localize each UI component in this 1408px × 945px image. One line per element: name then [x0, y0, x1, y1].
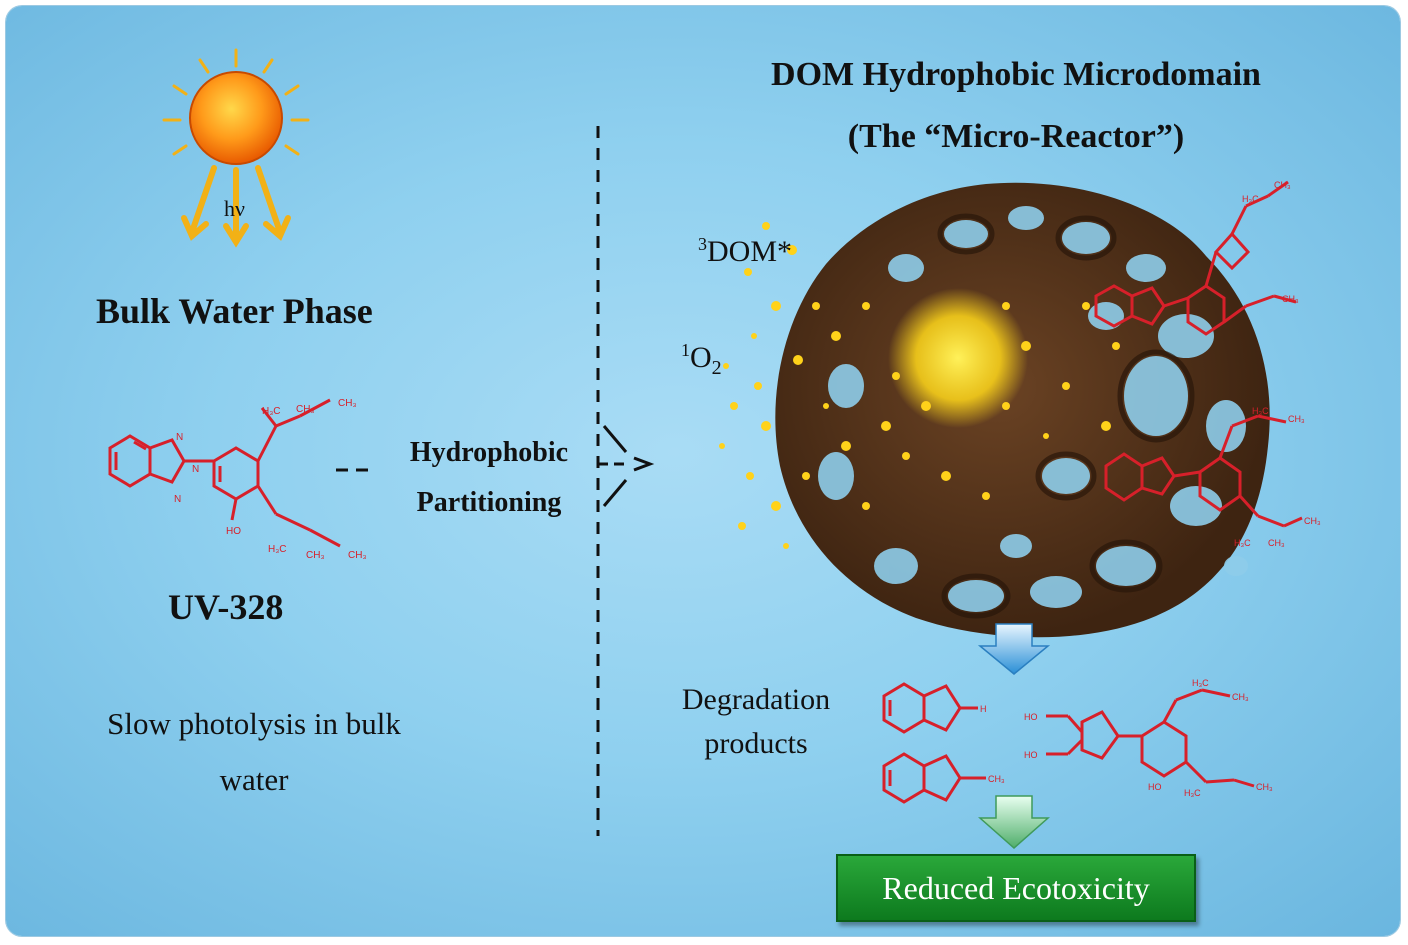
svg-text:CH₃: CH₃: [1304, 516, 1321, 526]
svg-text:CH₃: CH₃: [338, 398, 357, 409]
singlet-superscript: 1: [681, 340, 690, 360]
svg-text:CH₃: CH₃: [1288, 414, 1305, 424]
svg-text:CH₃: CH₃: [1268, 538, 1285, 548]
svg-text:HO: HO: [226, 526, 241, 537]
svg-text:CH₃: CH₃: [348, 550, 367, 561]
svg-text:N: N: [176, 432, 183, 443]
diagram-canvas: N N N HO H₃C CH₃ CH₃ H₃C CH₃ CH₃: [108, 48, 1321, 850]
hydrophobic-partitioning-label: Hydrophobic Partitioning: [409, 437, 569, 518]
svg-text:N: N: [174, 494, 181, 505]
svg-text:CH₃: CH₃: [1256, 782, 1273, 792]
degradation-atom-labels: H CH₃ HO HO H₃C CH₃ H₃C CH₃ HO: [980, 678, 1273, 798]
singlet-oxygen-label: 1O2: [681, 340, 722, 380]
svg-text:H₃C: H₃C: [268, 544, 287, 555]
uv328-label: UV-328: [168, 587, 284, 627]
slow-photolysis-text: Slow photolysis in bulk water: [107, 706, 401, 797]
down-arrow-green: [978, 795, 1050, 850]
singlet-text: O: [690, 341, 712, 374]
partition-arrow: [336, 425, 655, 507]
hv-label: hν: [224, 196, 245, 221]
reduced-ecotoxicity-box: Reduced Ecotoxicity: [836, 854, 1196, 922]
svg-text:H₃C: H₃C: [1192, 678, 1209, 688]
uv328-atom-labels: N N N HO H₃C CH₃ CH₃ H₃C CH₃ CH₃: [174, 398, 367, 561]
svg-text:H₃C: H₃C: [1184, 788, 1201, 798]
triplet-superscript: 3: [698, 234, 707, 254]
svg-text:CH₃: CH₃: [296, 404, 315, 415]
reactive-species-sparkles: [719, 222, 1120, 549]
embedded-molecules: [1094, 180, 1303, 528]
bulk-water-phase-title: Bulk Water Phase: [96, 291, 373, 331]
svg-text:HO: HO: [1148, 782, 1162, 792]
svg-text:CH₃: CH₃: [1282, 294, 1299, 304]
embedded-atom-labels: H₃C CH₃ CH₃ H₃C CH₃ H₃C CH₃ CH₃: [1234, 180, 1321, 548]
sun-icon: [162, 48, 310, 165]
dom-particle: [775, 182, 1270, 638]
svg-text:N: N: [192, 464, 199, 475]
degradation-product-molecules: [882, 682, 1255, 804]
diagram-frame: N N N HO H₃C CH₃ CH₃ H₃C CH₃ CH₃: [6, 6, 1400, 936]
svg-text:H₃C: H₃C: [262, 406, 281, 417]
triplet-dom-label: 3DOM*: [698, 234, 792, 269]
svg-text:CH₃: CH₃: [1274, 180, 1291, 190]
svg-text:HO: HO: [1024, 750, 1038, 760]
svg-text:CH₃: CH₃: [306, 550, 325, 561]
singlet-subscript: 2: [711, 357, 722, 379]
dom-microdomain-title: DOM Hydrophobic Microdomain: [771, 56, 1261, 93]
svg-text:HO: HO: [1024, 712, 1038, 722]
micro-reactor-subtitle: (The “Micro-Reactor”): [847, 118, 1185, 155]
svg-text:CH₃: CH₃: [988, 774, 1005, 784]
svg-text:H₃C: H₃C: [1242, 194, 1259, 204]
svg-text:H₃C: H₃C: [1234, 538, 1251, 548]
svg-text:H: H: [980, 704, 987, 714]
degradation-products-label: Degradation products: [681, 683, 831, 760]
svg-text:H₃C: H₃C: [1252, 406, 1269, 416]
light-ray-arrows: [181, 165, 291, 248]
svg-text:CH₃: CH₃: [1232, 692, 1249, 702]
uv328-molecule: [108, 398, 341, 548]
triplet-text: DOM*: [707, 235, 793, 268]
reduced-ecotoxicity-text: Reduced Ecotoxicity: [882, 869, 1150, 906]
down-arrow-blue: [977, 623, 1051, 675]
